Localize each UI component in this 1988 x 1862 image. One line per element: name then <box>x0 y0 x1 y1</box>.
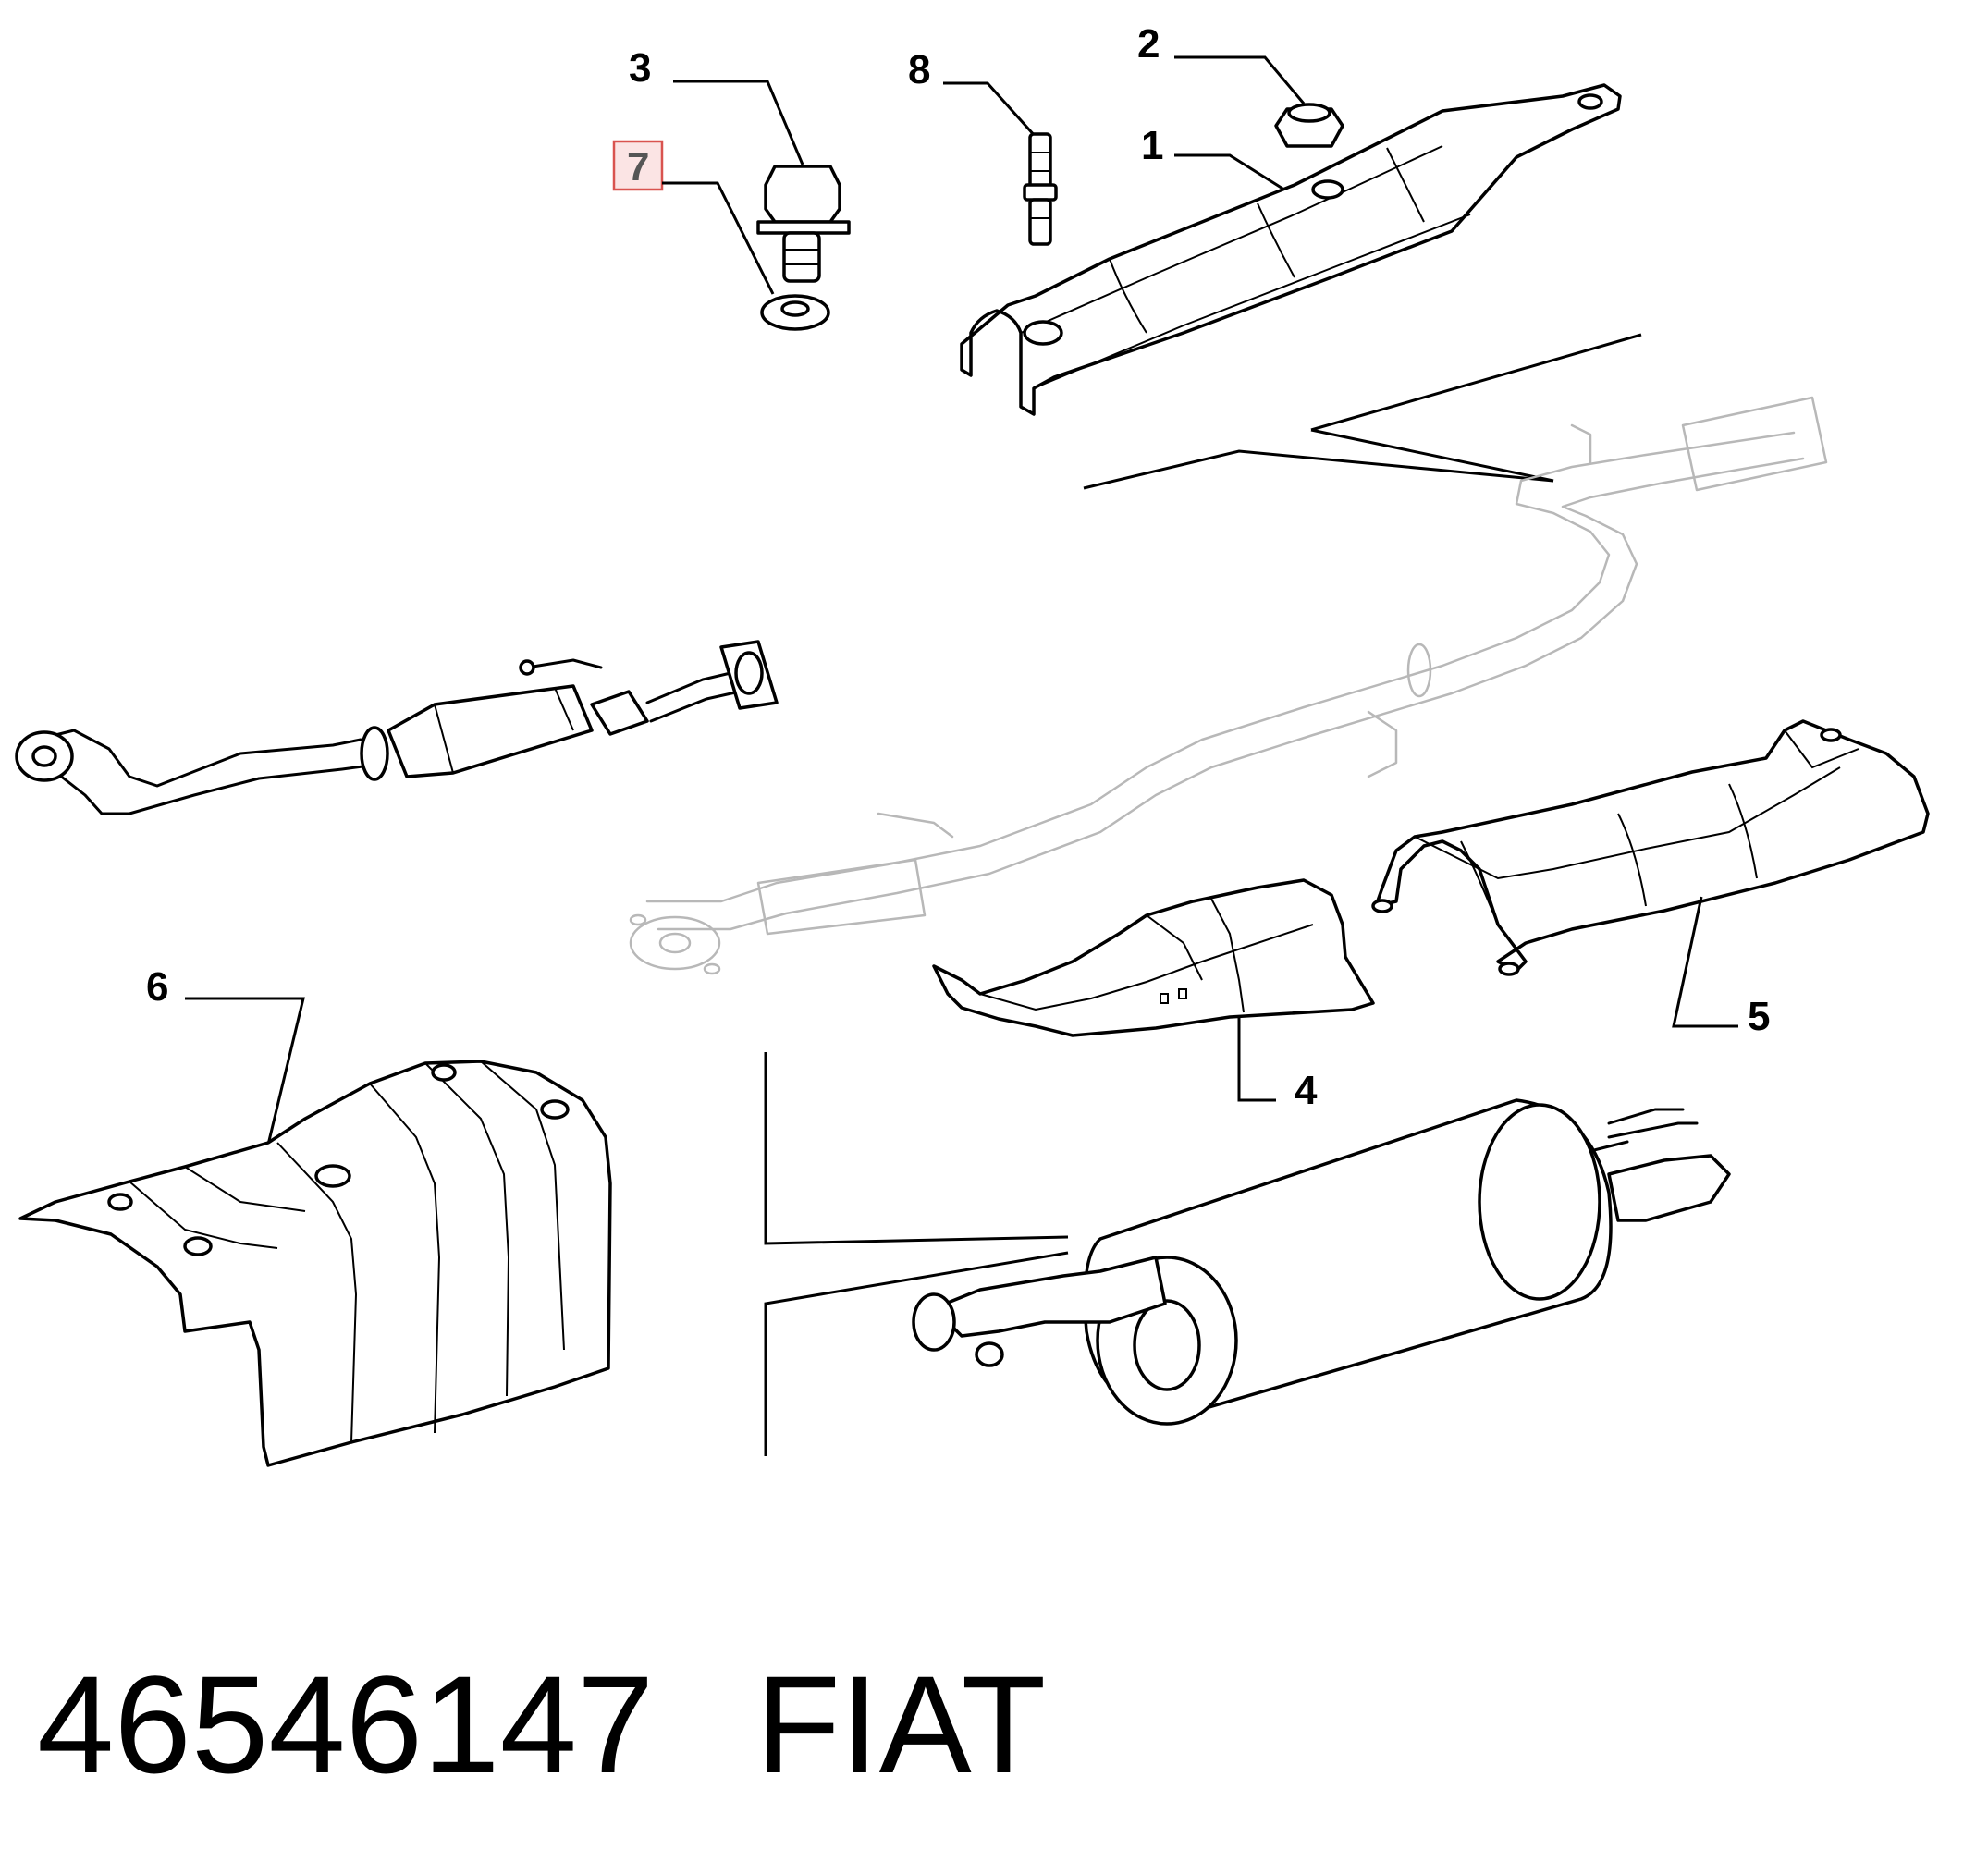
callout-8[interactable]: 8 <box>908 47 1037 139</box>
callout-5-label: 5 <box>1748 994 1770 1039</box>
callout-3-label: 3 <box>629 45 651 91</box>
part-rear-muffler[interactable] <box>912 1098 1731 1426</box>
part-bolt[interactable] <box>756 165 851 283</box>
callout-5[interactable]: 5 <box>1672 896 1770 1039</box>
part-number: 46546147 <box>37 1647 655 1802</box>
callout-7-label: 7 <box>627 144 649 190</box>
callout-7-highlight-box <box>612 140 664 191</box>
callout-4[interactable]: 4 <box>1237 1017 1318 1113</box>
part-front-heat-shield[interactable] <box>932 878 1375 1037</box>
pointer-shield-1 <box>1083 333 1642 490</box>
callout-2-label: 2 <box>1137 21 1160 67</box>
callout-1[interactable]: 1 <box>1141 123 1295 198</box>
callout-2-leader <box>1174 55 1306 104</box>
part-rear-heat-shield[interactable] <box>1371 719 1930 976</box>
callout-6-leader <box>185 997 305 1145</box>
callout-5-leader <box>1672 896 1738 1028</box>
part-nut[interactable] <box>1274 103 1344 148</box>
callout-1-label: 1 <box>1141 123 1163 168</box>
part-stud[interactable] <box>1023 132 1058 246</box>
callout-4-label: 4 <box>1295 1068 1318 1113</box>
callout-4-leader <box>1237 1017 1276 1102</box>
callout-1-leader <box>1174 153 1295 198</box>
callout-6[interactable]: 6 <box>146 964 305 1145</box>
part-upper-heat-shield[interactable] <box>960 83 1622 416</box>
callout-7[interactable]: 7 <box>612 140 775 295</box>
callout-3-leader <box>673 80 804 165</box>
callout-2[interactable]: 2 <box>1137 21 1306 104</box>
brand-name: FIAT <box>755 1647 1047 1802</box>
callout-3[interactable]: 3 <box>629 45 804 165</box>
part-front-pipe-catalyst[interactable] <box>15 640 779 815</box>
part-lower-heat-shield[interactable] <box>18 1060 612 1467</box>
part-washer[interactable] <box>760 294 830 331</box>
pointer-muffler <box>764 1052 1069 1456</box>
callout-8-leader <box>943 81 1037 139</box>
callout-7-leader <box>662 181 775 295</box>
callout-6-label: 6 <box>146 964 168 1010</box>
callout-8-label: 8 <box>908 47 930 92</box>
ghost-exhaust-assembly <box>629 396 1828 975</box>
